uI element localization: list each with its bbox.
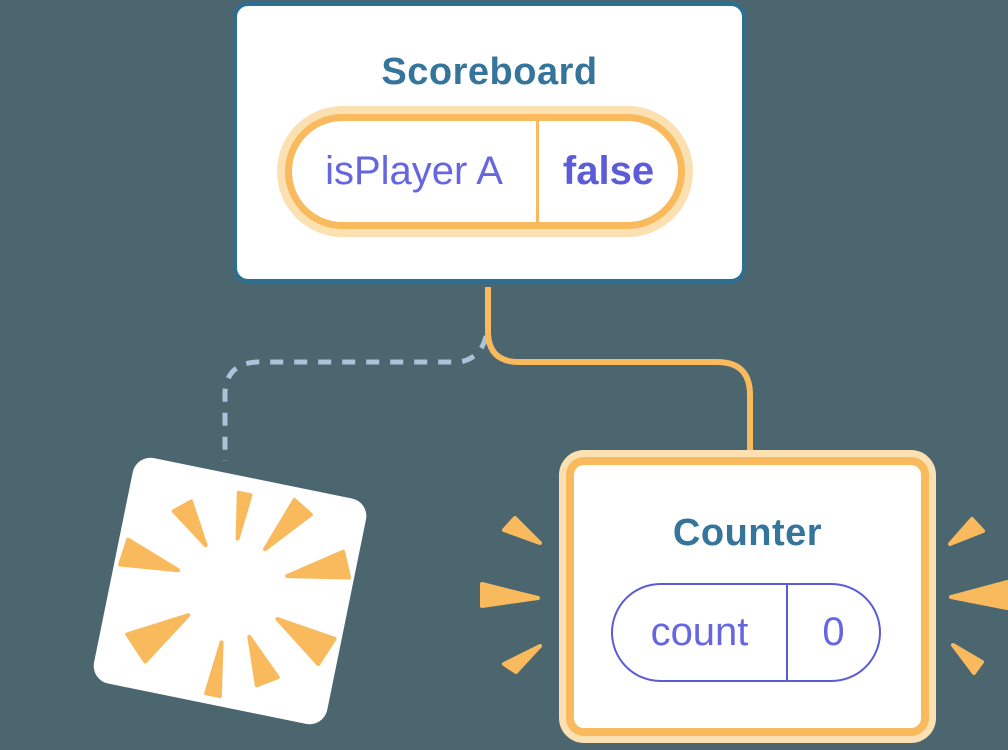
counter-component-card: Counter count 0: [566, 457, 929, 736]
scoreboard-title: Scoreboard: [381, 51, 598, 93]
counter-title: Counter: [672, 512, 823, 554]
solid-connector-to-counter: [485, 287, 753, 454]
emphasis-burst-left-icon: [480, 516, 542, 674]
pill-divider: [536, 121, 539, 222]
pill-divider: [786, 585, 788, 680]
counter-state-pill: count 0: [611, 583, 881, 682]
emphasis-burst-right-icon: [948, 517, 1008, 675]
state-key-label: count: [650, 610, 749, 654]
destroyed-component-card: [90, 454, 370, 728]
state-key-label: isPlayer A: [325, 149, 503, 193]
state-value-label: false: [562, 149, 655, 193]
scoreboard-component-card: Scoreboard isPlayer A false: [233, 2, 746, 283]
scoreboard-state-pill: isPlayer A false: [285, 114, 685, 229]
state-value-label: 0: [822, 610, 845, 654]
dashed-connector-to-destroyed: [222, 335, 489, 461]
poof-burst-icon: [118, 490, 352, 699]
